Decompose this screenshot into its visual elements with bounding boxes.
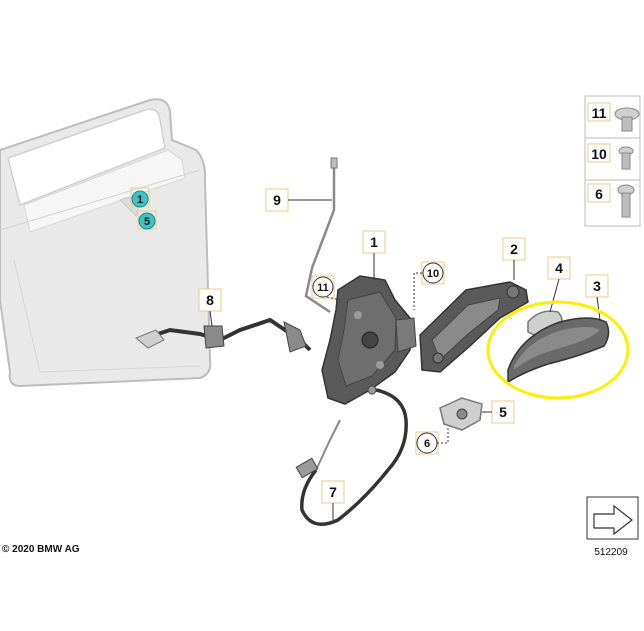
door-marker-1: 1 <box>130 187 150 208</box>
legend-item-11: 11 <box>587 102 640 132</box>
diagram-id-block: 512209 <box>586 496 639 558</box>
callout-4: 4 <box>547 256 571 313</box>
copyright-text: © 2020 BMW AG <box>2 544 80 555</box>
callout-9: 9 <box>265 188 332 212</box>
door-marker-1-label: 1 <box>137 194 143 206</box>
callout-1-label: 1 <box>370 234 378 250</box>
rear-door-outline <box>0 98 212 388</box>
callout-2-label: 2 <box>510 241 518 257</box>
callout-9-label: 9 <box>273 192 281 208</box>
door-lock <box>321 275 417 405</box>
legend-number-11: 11 <box>592 105 607 121</box>
callout-6-label: 6 <box>424 438 430 450</box>
legend-number-6: 6 <box>595 186 603 202</box>
callout-7: 7 <box>321 480 345 520</box>
callout-4-label: 4 <box>555 260 563 276</box>
legend-item-10: 10 <box>587 143 634 170</box>
screw-6-icon <box>617 184 635 218</box>
legend-number-10: 10 <box>591 146 607 162</box>
screw-10-icon <box>618 146 634 170</box>
callout-7-label: 7 <box>329 484 337 500</box>
callout-6: 6 <box>415 426 449 455</box>
callout-3: 3 <box>585 274 609 321</box>
legend-item-6: 6 <box>587 183 635 218</box>
handle-carrier <box>419 281 529 373</box>
door-marker-5: 5 <box>137 210 157 230</box>
screw-11-icon <box>614 107 640 132</box>
arrow-icon <box>593 504 633 536</box>
callout-11-label: 11 <box>317 282 329 294</box>
diagram-id: 512209 <box>594 547 628 558</box>
callout-8-label: 8 <box>206 292 214 308</box>
fastener-legend: 11 10 6 <box>584 95 641 227</box>
callout-2: 2 <box>502 237 526 280</box>
callout-10-label: 10 <box>427 268 439 280</box>
callout-1: 1 <box>362 230 386 280</box>
callout-3-label: 3 <box>593 278 601 294</box>
handle-highlight-ring <box>486 300 630 400</box>
door-handle <box>507 317 610 384</box>
callout-5-label: 5 <box>499 404 507 420</box>
bowden-cable-lock <box>295 385 408 526</box>
bowden-cable-outer <box>135 317 312 353</box>
striker-clip <box>439 397 483 431</box>
callout-5: 5 <box>482 400 515 424</box>
callout-11: 11 <box>311 275 341 301</box>
door-lock-rod <box>304 157 338 314</box>
door-marker-5-label: 5 <box>144 216 150 228</box>
callout-10: 10 <box>413 261 445 310</box>
callout-8: 8 <box>198 288 222 327</box>
